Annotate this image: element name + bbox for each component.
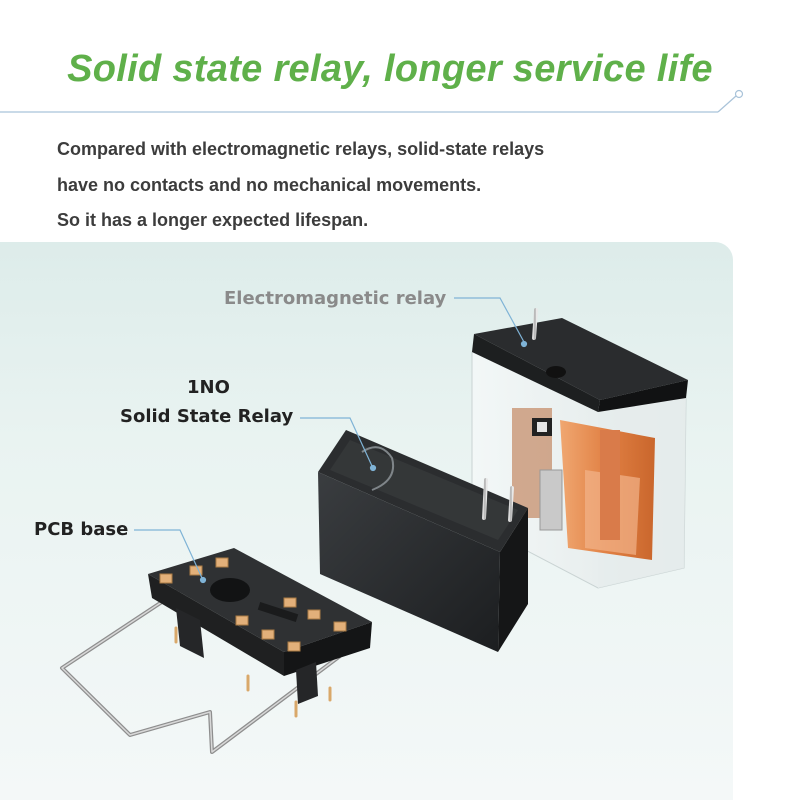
ssr-label-line-1: 1NO — [187, 377, 230, 398]
description-line-3: So it has a longer expected lifespan. — [57, 210, 369, 230]
ssr-label-line-2: Solid State Relay — [120, 406, 294, 427]
electromagnetic-relay-image — [471, 308, 688, 589]
electromagnetic-relay-label: Electromagnetic relay — [224, 288, 447, 309]
description-line-2: have no contacts and no mechanical movem… — [57, 175, 482, 195]
description-line-1: Compared with electromagnetic relays, so… — [57, 139, 545, 159]
pcb-base-image — [60, 548, 372, 754]
solid-state-relay-image — [318, 426, 528, 652]
callout-leader-lines — [134, 297, 528, 584]
header-divider-line — [0, 89, 744, 113]
headline: Solid state relay, longer service life — [67, 48, 713, 90]
pcb-base-label: PCB base — [34, 519, 129, 540]
